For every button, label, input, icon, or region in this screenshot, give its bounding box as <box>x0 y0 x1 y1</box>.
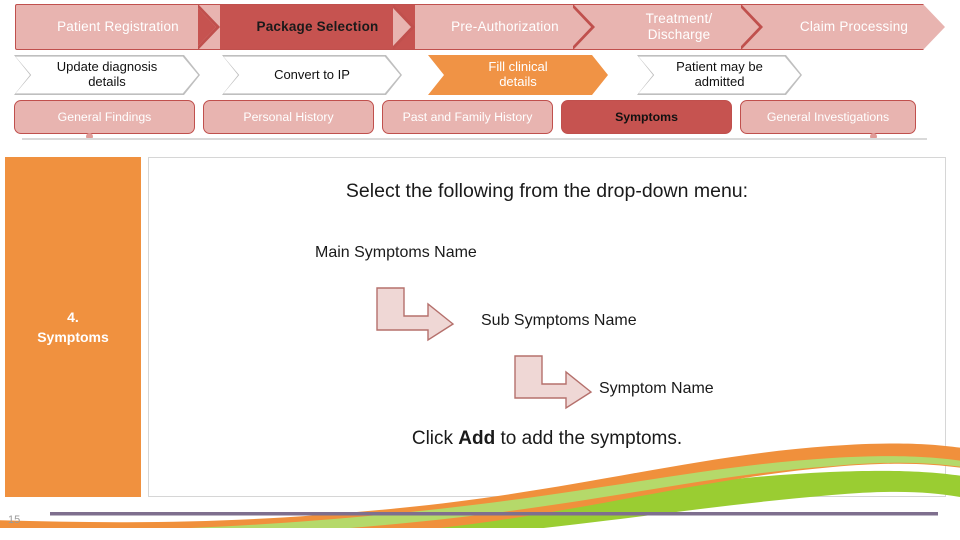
sub-tab-general-findings[interactable]: General Findings <box>14 100 195 134</box>
process-step-label: Pre-Authorization <box>451 19 559 35</box>
process-step-label: Claim Processing <box>799 19 909 35</box>
process-step-patient-registration[interactable]: Patient Registration <box>15 4 220 50</box>
process-step-claim-processing[interactable]: Claim Processing <box>763 4 945 50</box>
elbow-arrow-sub-to-symptom-icon <box>512 354 594 410</box>
sub-tab-label: General Investigations <box>766 110 890 124</box>
chevron-fill <box>14 55 200 95</box>
process-step-label: Package Selection <box>256 19 379 35</box>
footnote-suffix: to add the symptoms. <box>495 428 683 449</box>
action-chevron-label: Update diagnosis details <box>56 59 158 89</box>
action-chevron-convert-to-ip[interactable]: Convert to IP <box>222 55 402 95</box>
label-main-symptoms-name: Main Symptoms Name <box>315 244 477 261</box>
chevron-fill <box>637 55 802 95</box>
action-chevron-update-diagnosis-details[interactable]: Update diagnosis details <box>14 55 200 95</box>
action-chevron-fill-clinical-details[interactable]: Fill clinical details <box>428 55 608 95</box>
chevron-fill <box>222 55 402 95</box>
process-step-package-selection[interactable]: Package Selection <box>220 4 415 50</box>
tab-connector-tick-icon <box>551 133 561 139</box>
sub-tab-general-investigations[interactable]: General Investigations <box>740 100 916 134</box>
sub-tab-row: General Findings Personal History Past a… <box>14 100 949 140</box>
page-number: 15 <box>8 514 21 526</box>
sidebar-step-number: 4. <box>67 308 79 325</box>
tab-connector-dot-icon <box>870 133 877 140</box>
action-chevron-label: Convert to IP <box>274 66 350 82</box>
content-panel: Select the following from the drop-down … <box>148 157 946 497</box>
action-chevron-row: Update diagnosis details Convert to IP F… <box>0 55 960 97</box>
process-step-treatment-discharge[interactable]: Treatment/ Discharge <box>595 4 763 50</box>
sub-tab-label: Symptoms <box>615 110 678 124</box>
sidebar-label: 4. Symptoms <box>37 307 109 348</box>
sidebar-step-title: Symptoms <box>37 329 109 345</box>
sub-tab-personal-history[interactable]: Personal History <box>203 100 374 134</box>
sub-tab-past-and-family-history[interactable]: Past and Family History <box>382 100 553 134</box>
process-step-label: Treatment/ Discharge <box>645 11 713 42</box>
process-step-label: Patient Registration <box>57 19 179 35</box>
tab-connector-dot-icon <box>86 133 93 140</box>
footnote-prefix: Click <box>411 428 459 449</box>
sidebar-section-symptoms: 4. Symptoms <box>5 157 141 497</box>
tab-connector-tick-icon <box>193 133 203 139</box>
instruction-headline: Select the following from the drop-down … <box>345 180 749 202</box>
sub-tab-label: Past and Family History <box>402 110 533 124</box>
sub-tab-label: General Findings <box>57 110 152 124</box>
instruction-footnote: Click Add to add the symptoms. <box>149 428 945 450</box>
tab-connector-tick-icon <box>372 133 382 139</box>
action-chevron-label: Fill clinical details <box>488 59 548 89</box>
process-step-pre-authorization[interactable]: Pre-Authorization <box>415 4 595 50</box>
sub-tab-symptoms[interactable]: Symptoms <box>561 100 732 134</box>
process-flow-bar: Patient Registration Package Selection P… <box>15 4 945 50</box>
bottom-strip <box>0 528 960 540</box>
footnote-bold-add: Add <box>458 428 496 449</box>
sub-tab-label: Personal History <box>243 110 334 124</box>
action-chevron-label: Patient may be admitted <box>676 59 763 89</box>
tab-row-underline <box>22 138 927 140</box>
label-sub-symptoms-name: Sub Symptoms Name <box>481 312 637 329</box>
label-symptom-name: Symptom Name <box>599 380 714 397</box>
action-chevron-patient-may-be-admitted[interactable]: Patient may be admitted <box>637 55 802 95</box>
elbow-arrow-main-to-sub-icon <box>374 286 456 342</box>
